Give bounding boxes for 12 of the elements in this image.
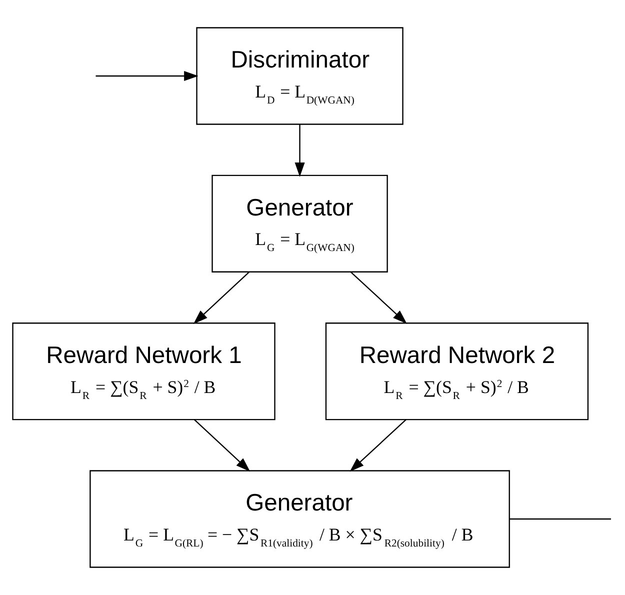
arrow [96, 70, 198, 81]
arrow [194, 419, 250, 472]
node-box: Discriminator L$_{D}$ = L$_{D(WGAN)}$ [196, 27, 404, 125]
arrow [193, 272, 250, 324]
node-box: Generator L$_{G}$ = L$_{G(WGAN)}$ [212, 174, 388, 272]
connector [509, 518, 611, 520]
arrow [350, 419, 406, 472]
arrow [294, 124, 305, 177]
arrow [350, 272, 407, 324]
node-box: Generator L$_{G}$ = L$_{G(RL)}$ = − ∑S$_{R1(validity)}$ / B × ∑S$_{R2(solubility)}$ / B [90, 470, 510, 568]
node-box: Reward Network 2 L$_{R}$ = ∑(S$_{R}$ + S)$^{2}$ / B [325, 322, 589, 420]
node-box: Reward Network 1 L$_{R}$ = ∑(S$_{R}$ + S)$^{2}$ / B [12, 322, 276, 420]
